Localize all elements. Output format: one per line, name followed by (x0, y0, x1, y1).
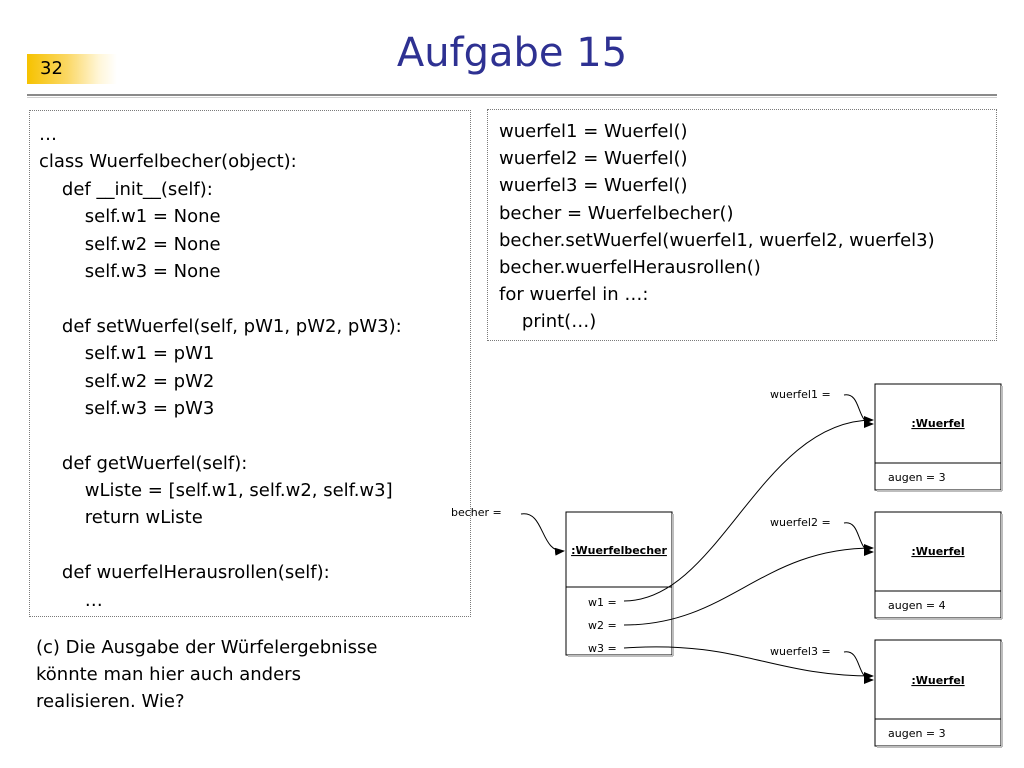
code-line: becher = Wuerfelbecher() (499, 202, 734, 224)
code-line: def wuerfelHerausrollen(self): (39, 562, 330, 584)
slide-number-badge: 32 (27, 54, 117, 84)
wuerfel-object-1: :Wuerfel augen = 3 (874, 383, 1003, 492)
usage-code-block: wuerfel1 = Wuerfel() wuerfel2 = Wuerfel(… (487, 109, 997, 341)
class-code-block: … class Wuerfelbecher(object): def __ini… (29, 110, 471, 617)
wuerfel3-label: wuerfel3 = (770, 645, 831, 658)
wuerfel-object-2: :Wuerfel augen = 4 (874, 511, 1003, 620)
code-line: for wuerfel in …: (499, 284, 649, 306)
wuerfelbecher-name: :Wuerfelbecher (571, 544, 667, 557)
wuerfel1-label: wuerfel1 = (770, 388, 831, 401)
wuerfel-object-3: :Wuerfel augen = 3 (874, 639, 1003, 748)
code-line: self.w1 = pW1 (39, 343, 215, 365)
code-line: becher.setWuerfel(wuerfel1, wuerfel2, wu… (499, 229, 935, 251)
code-line: def __init__(self): (39, 178, 213, 200)
slide-title: Aufgabe 15 (396, 30, 628, 76)
w2-reference-arrow (623, 544, 874, 626)
code-line: self.w3 = None (39, 260, 221, 282)
code-line: … (39, 124, 57, 145)
code-line: return wListe (39, 507, 203, 529)
code-line: wListe = [self.w1, self.w2, self.w3] (39, 480, 393, 502)
code-line: self.w2 = None (39, 233, 221, 255)
w3-reference-arrow (623, 646, 874, 680)
note-line: könnte man hier auch anders (36, 664, 301, 685)
wuerfel3-augen: augen = 3 (888, 727, 946, 740)
w1-reference-arrow (623, 416, 874, 602)
code-line: becher.wuerfelHerausrollen() (499, 256, 761, 278)
becher-reference-arrow (520, 513, 565, 556)
note-line: (c) Die Ausgabe der Würfelergebnisse (36, 637, 378, 658)
wuerfel1-augen: augen = 3 (888, 471, 946, 484)
code-line: self.w2 = pW2 (39, 370, 215, 392)
wuerfel1-name: :Wuerfel (911, 417, 964, 430)
attr-w2: w2 = (588, 619, 617, 632)
attr-w3: w3 = (588, 642, 617, 655)
code-line: … (39, 589, 103, 611)
code-line: class Wuerfelbecher(object): (39, 151, 297, 173)
slide-number: 32 (40, 58, 63, 79)
title-divider (27, 94, 997, 96)
code-line: self.w1 = None (39, 206, 221, 228)
code-line: def getWuerfel(self): (39, 452, 248, 474)
becher-label: becher = (451, 506, 502, 519)
code-line: print(…) (499, 311, 597, 333)
code-line: wuerfel1 = Wuerfel() (499, 121, 688, 142)
note-line: realisieren. Wie? (36, 691, 185, 712)
code-line: def setWuerfel(self, pW1, pW2, pW3): (39, 315, 402, 337)
attr-w1: w1 = (588, 596, 617, 609)
code-line: wuerfel3 = Wuerfel() (499, 175, 688, 197)
code-line: self.w3 = pW3 (39, 397, 215, 419)
wuerfelbecher-object: :Wuerfelbecher w1 = w2 = w3 = (565, 511, 674, 657)
wuerfel3-name: :Wuerfel (911, 674, 964, 687)
wuerfel2-label: wuerfel2 = (770, 516, 831, 529)
wuerfel2-augen: augen = 4 (888, 599, 946, 612)
wuerfel2-name: :Wuerfel (911, 545, 964, 558)
code-line: wuerfel2 = Wuerfel() (499, 148, 688, 170)
task-note: (c) Die Ausgabe der Würfelergebnisse kön… (36, 634, 456, 715)
title-divider-shadow (27, 97, 997, 98)
